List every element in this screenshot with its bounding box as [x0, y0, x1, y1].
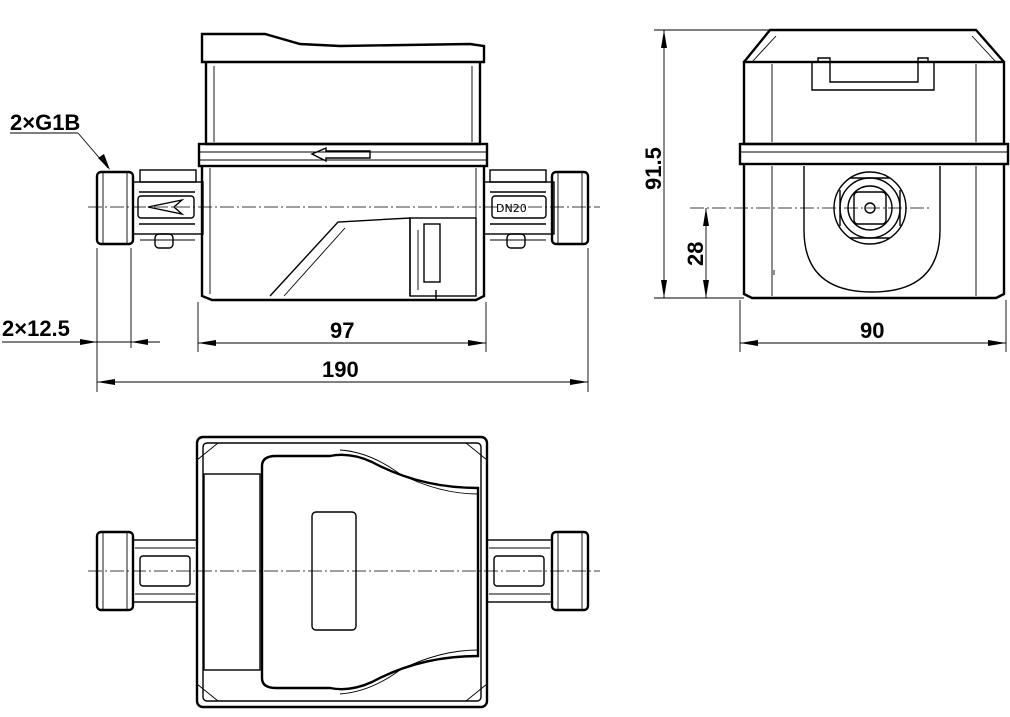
dim-axis-height: 28 — [683, 242, 708, 266]
top-view — [88, 435, 600, 709]
dim-overall-length: 190 — [322, 357, 359, 382]
dim-overall-height: 91.5 — [641, 147, 666, 190]
dim-thread-length: 2×12.5 — [2, 316, 70, 341]
thread-spec-label: 2×G1B — [10, 110, 80, 135]
dim-overall-width: 90 — [860, 318, 884, 343]
dn20-label: DN20 — [496, 202, 527, 215]
dim-body-length: 97 — [330, 318, 354, 343]
front-view: DN20 2×G1B 2×12.5 97 190 — [2, 32, 600, 392]
side-view: 91.5 28 90 — [641, 28, 1010, 352]
